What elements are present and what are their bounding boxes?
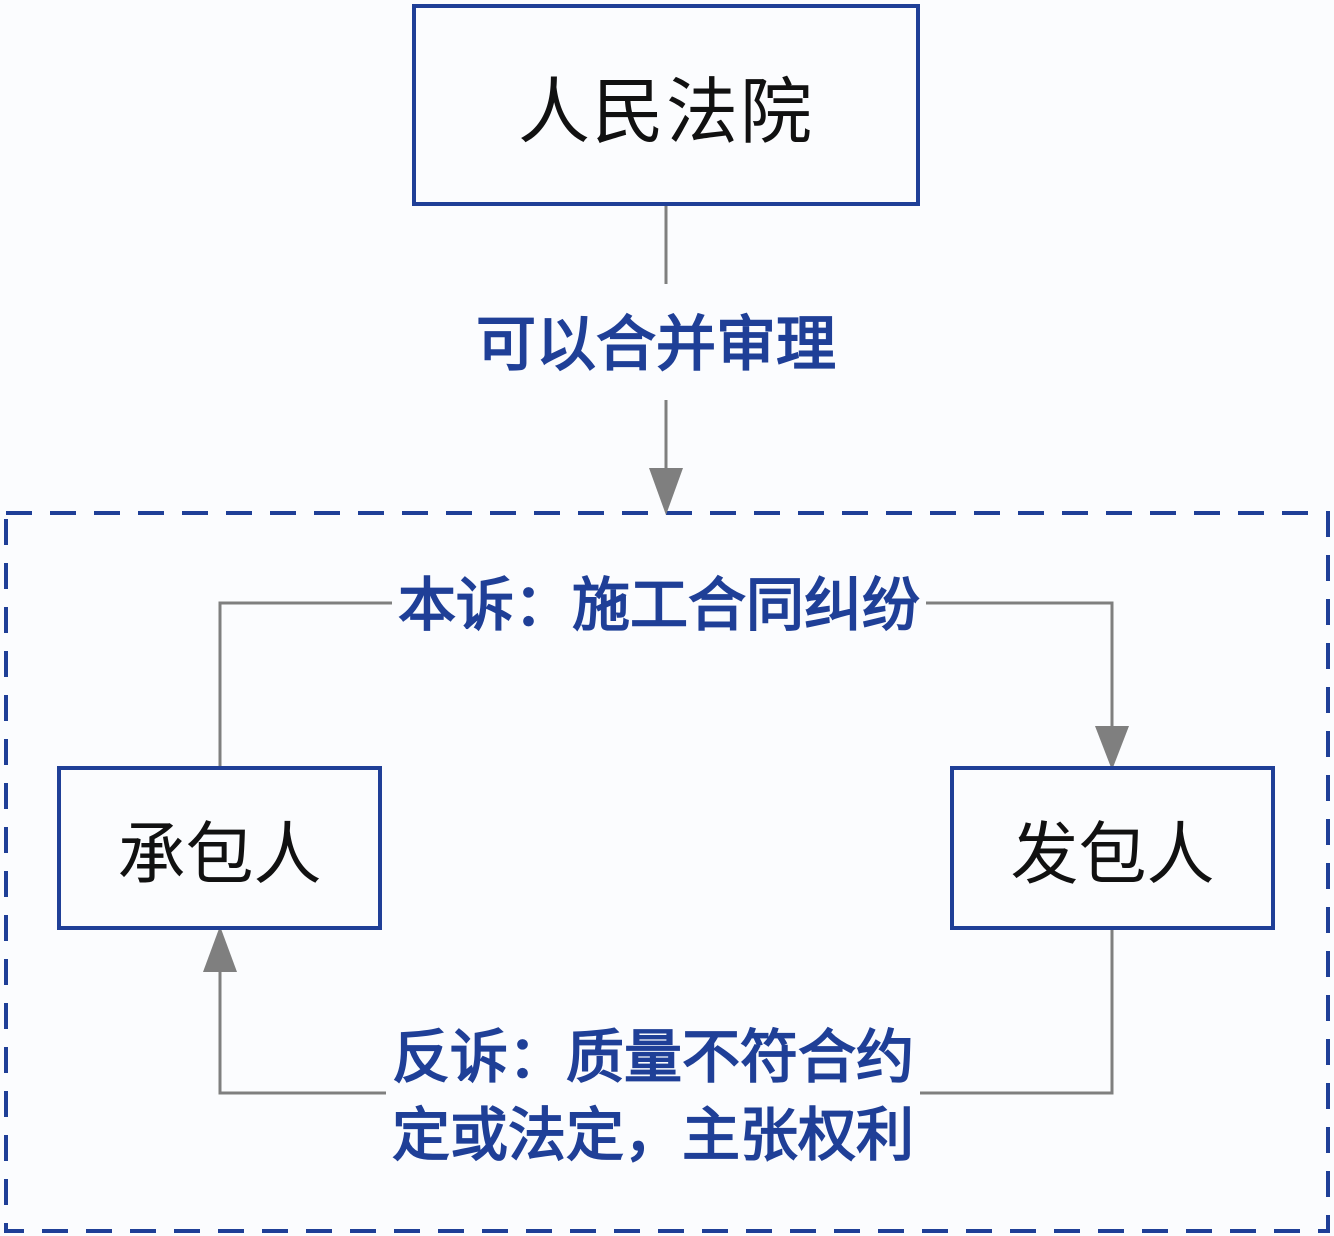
dashed-frame [4,511,1330,1233]
counterclaim-label-line-1: 反诉：质量不符合约 [392,1023,915,1091]
court-arrowhead [649,468,683,515]
merge-trial-label: 可以合并审理 [476,308,836,382]
court-label: 人民法院 [517,69,814,154]
claim-label: 本诉：施工合同纠纷 [392,568,927,642]
counterclaim-label-line-2: 定或法定，主张权利 [392,1101,915,1169]
contractor-label: 承包人 [117,815,322,895]
employer-node: 发包人 [950,766,1275,930]
counterclaim-arrowhead [203,926,237,972]
claim-arrowhead [1095,726,1129,770]
employer-label: 发包人 [1010,815,1215,895]
court-node: 人民法院 [412,4,920,206]
counterclaim-label: 反诉：质量不符合约 定或法定，主张权利 [386,1018,921,1174]
contractor-node: 承包人 [57,766,382,930]
